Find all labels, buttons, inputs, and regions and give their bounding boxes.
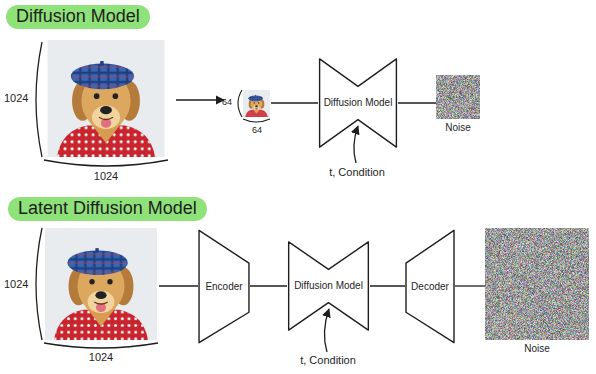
condition-arrow	[354, 126, 358, 163]
section-heading: Latent Diffusion Model	[8, 197, 207, 221]
dog-photo	[45, 228, 157, 340]
outline-path	[199, 230, 249, 342]
connector-line	[250, 285, 287, 286]
dimension-bracket	[238, 90, 242, 117]
dimension-label: 1024	[4, 278, 28, 291]
image-caption: Noise	[485, 343, 589, 355]
block-label: Diffusion Model	[294, 280, 363, 292]
diffusion-model-block: Diffusion Model	[318, 57, 398, 149]
condition-label: t, Condition	[300, 354, 356, 367]
connector-line	[271, 102, 318, 103]
caption-holder: Noise	[436, 122, 480, 134]
connector-line	[370, 285, 405, 286]
text-holder: Encoder	[198, 228, 250, 345]
dimension-bracket	[44, 343, 158, 348]
connector-line	[159, 285, 198, 286]
connector-line	[455, 285, 485, 286]
block-label: Diffusion Model	[324, 97, 393, 109]
text-holder: Diffusion Model	[287, 240, 370, 332]
section-heading: Diffusion Model	[6, 5, 150, 29]
decoder-block: Decoder	[405, 228, 455, 345]
noise-image: Noise	[436, 75, 480, 136]
dimension-label: 64	[222, 97, 232, 108]
dimension-label: 64	[252, 125, 262, 136]
dimension-bracket	[36, 42, 42, 157]
encoder-block: Encoder	[198, 228, 250, 345]
dimension-label: 1024	[94, 170, 118, 183]
connector-line	[398, 102, 436, 103]
small-dog-photo	[243, 90, 270, 117]
dimension-bracket	[44, 160, 168, 166]
dimension-bracket	[36, 228, 42, 340]
noise-image: Noise	[485, 228, 589, 357]
block-label: Decoder	[411, 281, 449, 293]
outline-path	[406, 230, 454, 342]
condition-arrow	[324, 309, 329, 352]
text-holder: Decoder	[405, 228, 455, 345]
outline-path	[320, 59, 397, 147]
text-holder: Diffusion Model	[318, 57, 398, 149]
condition-label: t, Condition	[329, 166, 385, 179]
noise-picture	[485, 228, 589, 340]
image-caption: Noise	[436, 122, 480, 134]
caption-holder: Noise	[485, 343, 589, 355]
outline-path	[289, 242, 369, 330]
dimension-label: 1024	[89, 351, 113, 364]
resize-arrow	[176, 99, 224, 100]
dimension-label: 1024	[4, 92, 28, 105]
diffusion-model-block: Diffusion Model	[287, 240, 370, 332]
dog-photo	[48, 40, 165, 157]
block-label: Encoder	[205, 281, 242, 293]
dimension-bracket	[243, 119, 270, 122]
noise-picture	[436, 75, 480, 119]
